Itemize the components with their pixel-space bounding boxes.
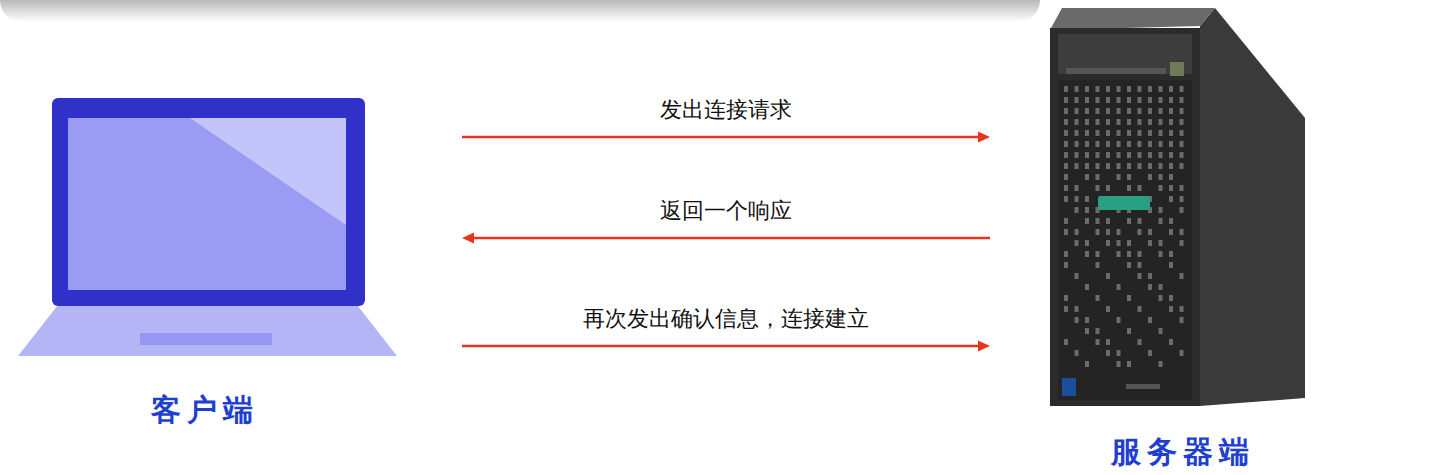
laptop-illustration — [18, 98, 397, 356]
node-label: 服务器端 — [1111, 434, 1255, 470]
edge-label: 返回一个响应 — [656, 198, 796, 224]
top-shadow — [0, 0, 1040, 22]
edge-label: 再次发出确认信息，连接建立 — [579, 306, 873, 332]
arrow-connector — [462, 132, 990, 143]
client-node: 客户端 — [0, 95, 462, 432]
edge-label: 发出连接请求 — [656, 97, 796, 123]
server-illustration — [1050, 8, 1305, 406]
arrow-connector — [462, 233, 990, 244]
arrow-connector — [462, 341, 990, 352]
node-label: 客户端 — [151, 392, 259, 428]
server-node: 服务器端 — [990, 0, 1320, 472]
